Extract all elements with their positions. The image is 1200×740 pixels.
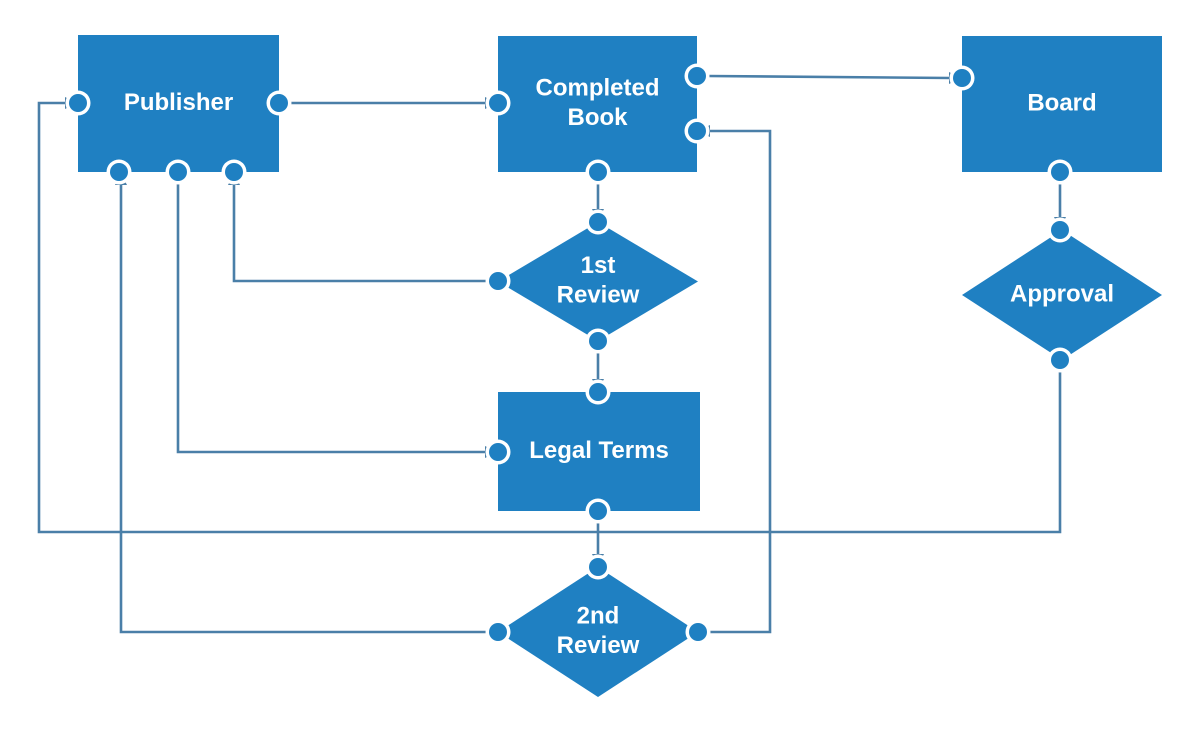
- port-dot-icon[interactable]: [589, 383, 607, 401]
- edge-line: [232, 183, 487, 283]
- port-first-review-bottom[interactable]: [585, 328, 611, 354]
- node-shape-rectangle[interactable]: [962, 36, 1162, 172]
- edge-line: [707, 74, 952, 80]
- port-approval-bottom[interactable]: [1047, 347, 1073, 373]
- node-board[interactable]: Board: [962, 36, 1162, 172]
- port-dot-icon[interactable]: [489, 443, 507, 461]
- edge-line: [37, 101, 1062, 534]
- port-board-left[interactable]: [949, 65, 975, 91]
- port-dot-icon[interactable]: [489, 94, 507, 112]
- port-first-review-left[interactable]: [485, 268, 511, 294]
- port-dot-icon[interactable]: [589, 213, 607, 231]
- port-legal-terms-top[interactable]: [585, 379, 611, 405]
- port-dot-icon[interactable]: [589, 163, 607, 181]
- port-first-review-top[interactable]: [585, 209, 611, 235]
- port-dot-icon[interactable]: [689, 623, 707, 641]
- port-legal-terms-left[interactable]: [485, 439, 511, 465]
- node-shape-rectangle[interactable]: [498, 36, 697, 172]
- port-dot-icon[interactable]: [69, 94, 87, 112]
- port-publisher-right[interactable]: [266, 90, 292, 116]
- port-dot-icon[interactable]: [688, 122, 706, 140]
- port-approval-top[interactable]: [1047, 217, 1073, 243]
- edge-completed-book-to-board: [707, 72, 961, 84]
- port-second-review-top[interactable]: [585, 554, 611, 580]
- port-publisher-bottom-1[interactable]: [106, 159, 132, 185]
- port-dot-icon[interactable]: [270, 94, 288, 112]
- edge-second-review-to-publisher: [115, 173, 487, 634]
- port-board-bottom[interactable]: [1047, 159, 1073, 185]
- edge-first-review-to-publisher: [228, 173, 487, 283]
- port-dot-icon[interactable]: [589, 332, 607, 350]
- port-dot-icon[interactable]: [688, 67, 706, 85]
- node-legal-terms[interactable]: Legal Terms: [498, 392, 700, 511]
- edge-publisher-to-completed-book: [290, 97, 497, 109]
- edge-publisher-to-legal-terms: [176, 183, 497, 458]
- node-shape-diamond[interactable]: [498, 222, 698, 341]
- port-publisher-bottom-2[interactable]: [165, 159, 191, 185]
- port-dot-icon[interactable]: [489, 623, 507, 641]
- port-dot-icon[interactable]: [1051, 221, 1069, 239]
- port-completed-book-bottom[interactable]: [585, 159, 611, 185]
- edge-line: [708, 129, 772, 634]
- port-dot-icon[interactable]: [489, 272, 507, 290]
- node-shape-diamond[interactable]: [498, 567, 698, 697]
- port-legal-terms-bottom[interactable]: [585, 498, 611, 524]
- edge-second-review-to-completed-book: [698, 125, 772, 634]
- node-shape-rectangle[interactable]: [78, 35, 279, 172]
- port-dot-icon[interactable]: [169, 163, 187, 181]
- port-dot-icon[interactable]: [589, 558, 607, 576]
- node-shape-rectangle[interactable]: [498, 392, 700, 511]
- port-dot-icon[interactable]: [1051, 351, 1069, 369]
- edge-line: [119, 183, 487, 634]
- port-publisher-bottom-3[interactable]: [221, 159, 247, 185]
- port-second-review-right[interactable]: [685, 619, 711, 645]
- port-second-review-left[interactable]: [485, 619, 511, 645]
- port-completed-book-left[interactable]: [485, 90, 511, 116]
- port-publisher-left[interactable]: [65, 90, 91, 116]
- port-dot-icon[interactable]: [1051, 163, 1069, 181]
- edge-line: [176, 183, 487, 454]
- node-publisher[interactable]: Publisher: [78, 35, 279, 172]
- node-shape-diamond[interactable]: [962, 230, 1162, 360]
- port-dot-icon[interactable]: [589, 502, 607, 520]
- port-completed-book-right-bot[interactable]: [684, 118, 710, 144]
- port-dot-icon[interactable]: [225, 163, 243, 181]
- port-completed-book-right-top[interactable]: [684, 63, 710, 89]
- ports-layer: [65, 63, 1073, 645]
- port-dot-icon[interactable]: [953, 69, 971, 87]
- port-dot-icon[interactable]: [110, 163, 128, 181]
- node-approval[interactable]: Approval: [962, 230, 1162, 360]
